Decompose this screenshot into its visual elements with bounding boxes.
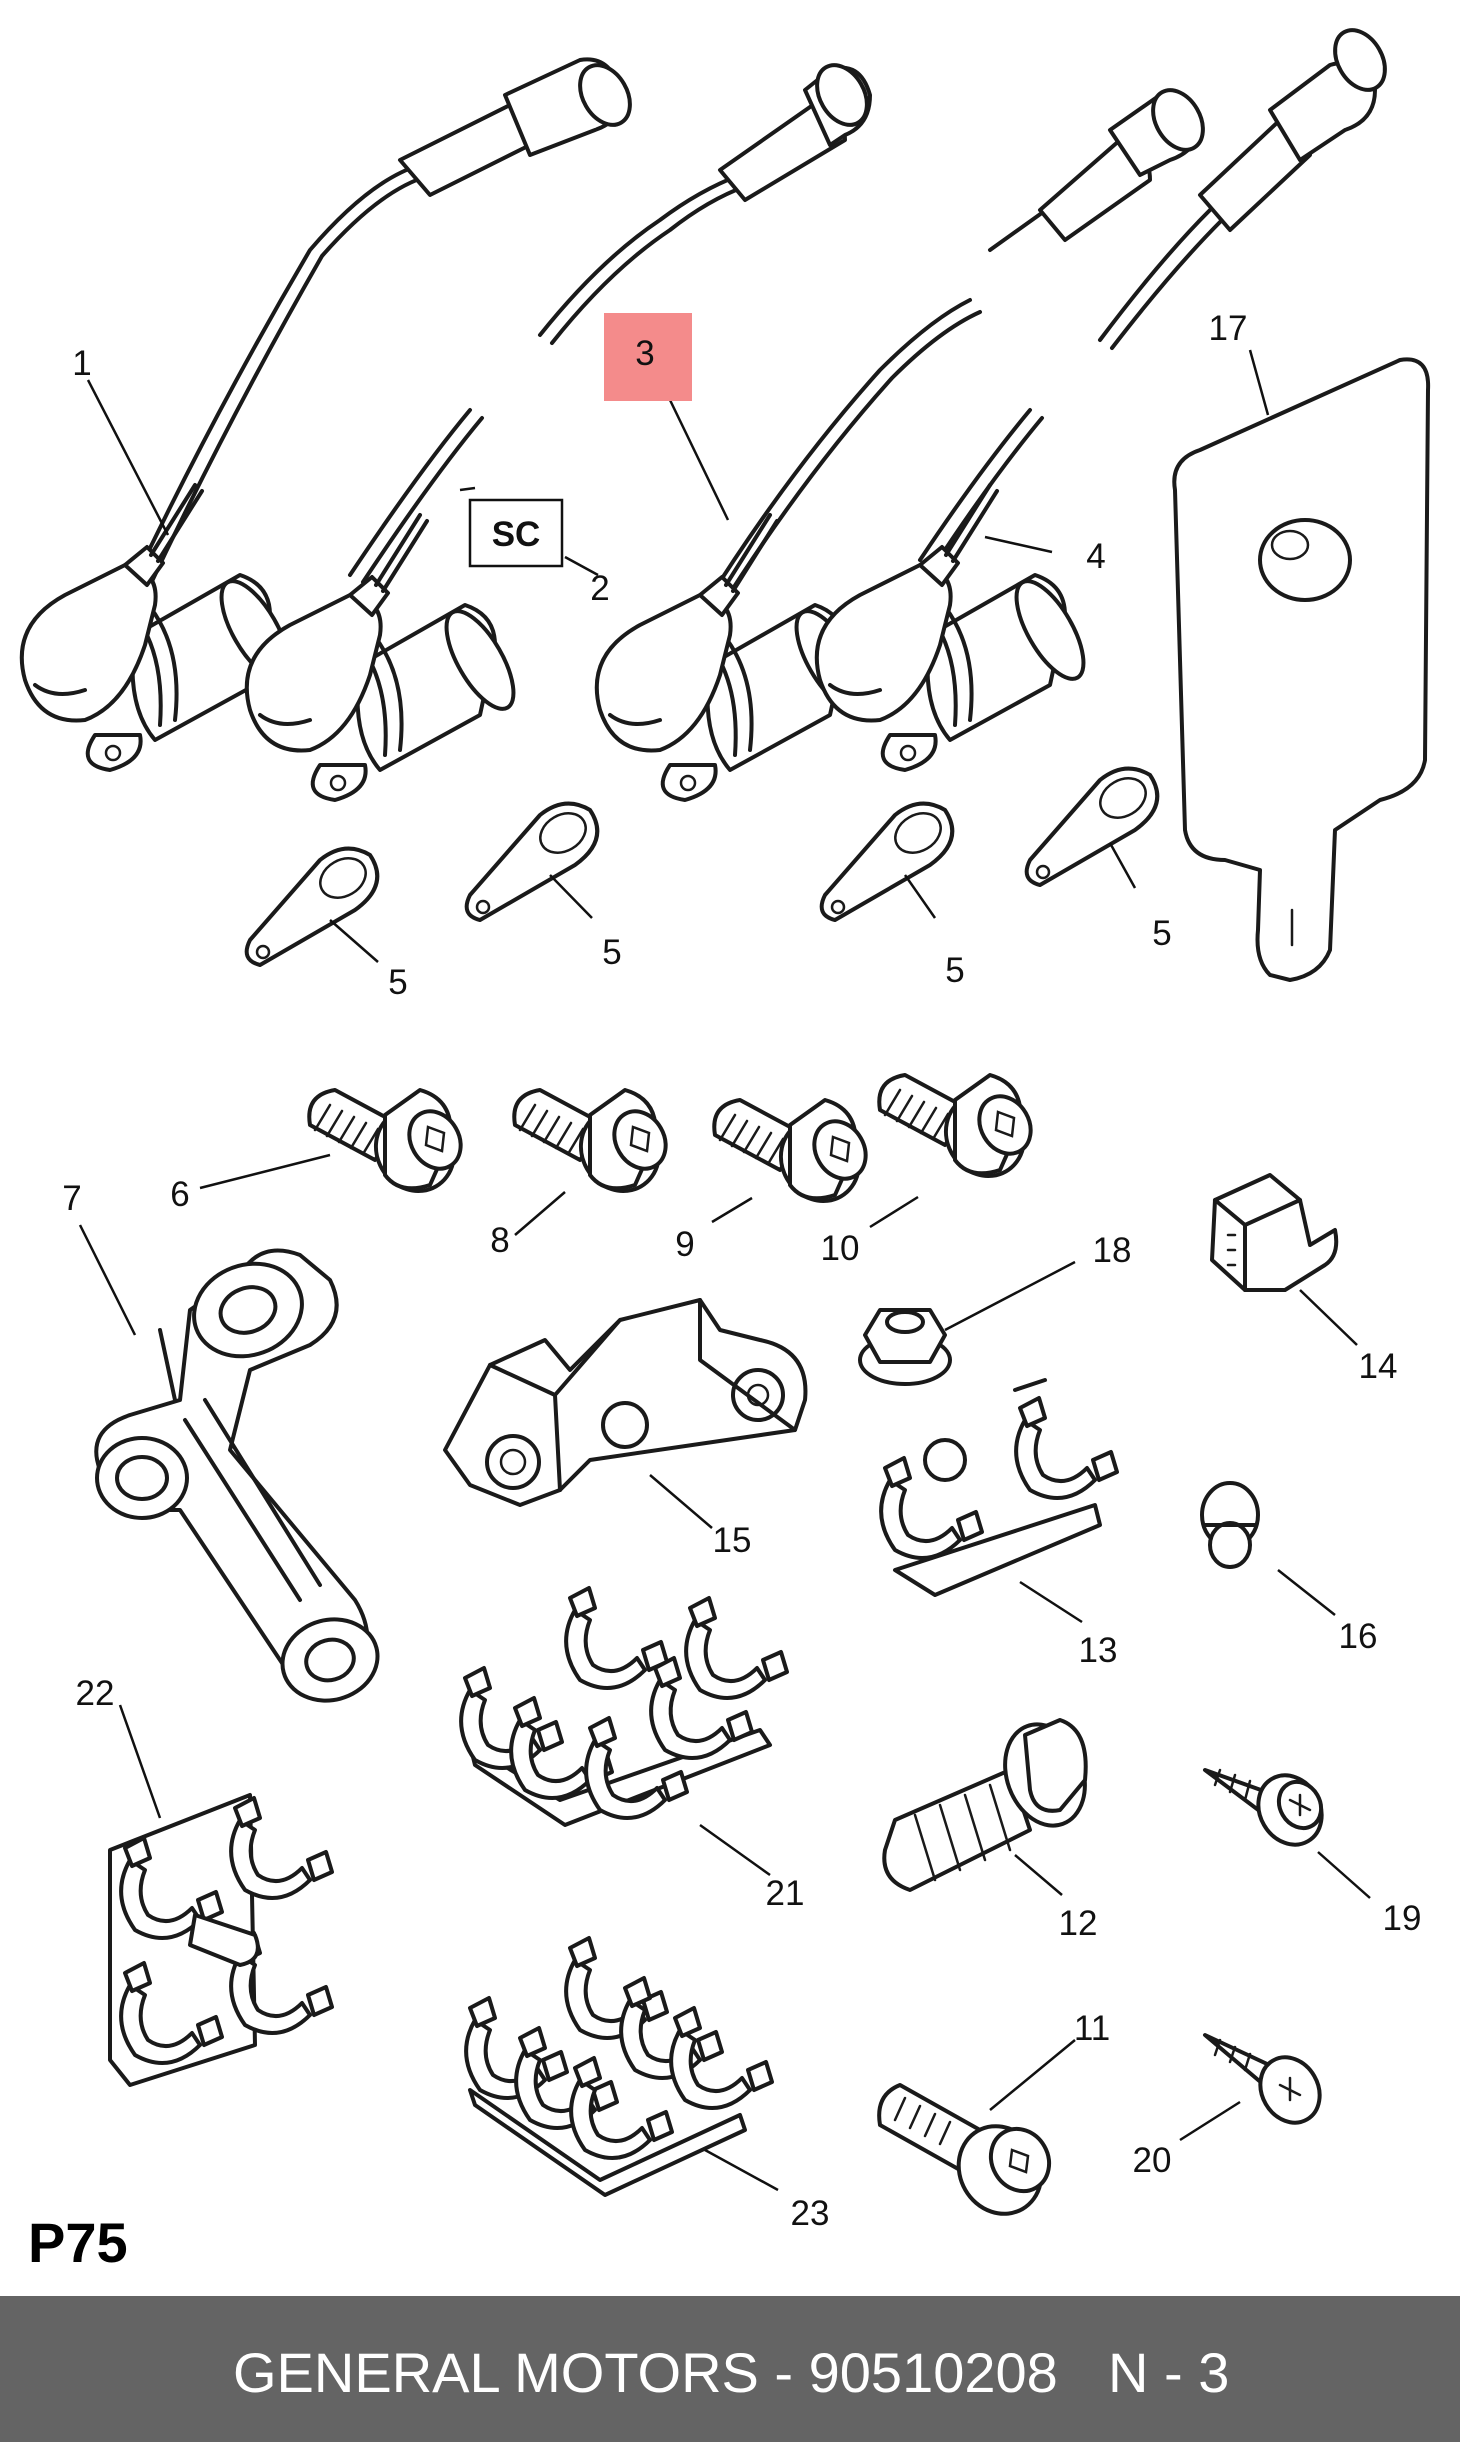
bracket-7 xyxy=(94,1248,380,1703)
callout-16: 16 xyxy=(1339,1617,1378,1656)
callout-8: 8 xyxy=(490,1221,509,1260)
sc-box: SC xyxy=(468,498,564,568)
twin-clip-13 xyxy=(879,1378,1119,1597)
gasket-5d xyxy=(1024,766,1160,887)
footer-bar: GENERAL MOTORS - 90510208 N - 3 xyxy=(0,2296,1460,2442)
callout-6: 6 xyxy=(170,1175,189,1214)
callout-13: 13 xyxy=(1079,1631,1118,1670)
callout-7: 7 xyxy=(62,1179,81,1218)
callout-5b: 5 xyxy=(602,933,621,972)
callout-3-highlight xyxy=(604,313,692,401)
ring-clip-16 xyxy=(1200,1481,1260,1569)
callout-17: 17 xyxy=(1209,309,1248,348)
callout-23: 23 xyxy=(791,2194,830,2233)
callout-12: 12 xyxy=(1059,1904,1098,1943)
sc-box-label: SC xyxy=(492,515,541,554)
callout-21: 21 xyxy=(766,1874,805,1913)
clip-array-21 xyxy=(459,1586,789,1827)
cap-screw-6 xyxy=(307,1088,473,1208)
callout-18: 18 xyxy=(1093,1231,1132,1270)
ignition-lead-3 xyxy=(594,88,1205,802)
ignition-lead-2 xyxy=(244,63,872,802)
callout-15: 15 xyxy=(713,1521,752,1560)
clip-block-15 xyxy=(443,1298,808,1507)
bracket-clip-22 xyxy=(108,1793,334,2087)
self-tapping-screw-20 xyxy=(1203,2033,1322,2125)
callout-5d: 5 xyxy=(1152,914,1171,953)
callout-11: 11 xyxy=(1074,2009,1110,2048)
callout-14: 14 xyxy=(1359,1347,1398,1386)
ignition-lead-1 xyxy=(19,57,632,772)
cap-screw-8 xyxy=(512,1088,678,1208)
clip-14 xyxy=(1210,1173,1339,1292)
callout-19: 19 xyxy=(1383,1899,1422,1938)
gasket-plate-17 xyxy=(1172,357,1431,982)
cap-screw-9 xyxy=(712,1098,878,1218)
tapping-screw-19 xyxy=(1203,1768,1324,1847)
footer-part-number: GENERAL MOTORS - 90510208 xyxy=(233,2341,1058,2404)
socket-screw-11 xyxy=(877,2083,1052,2216)
flange-bolt-12 xyxy=(882,1718,1088,1892)
callout-3: 3 xyxy=(635,334,654,373)
callout-1: 1 xyxy=(72,344,91,383)
clip-array-23 xyxy=(464,1936,774,2197)
callout-10: 10 xyxy=(821,1229,860,1268)
callout-5c: 5 xyxy=(945,951,964,990)
callout-4: 4 xyxy=(1086,537,1105,576)
gasket-5c xyxy=(819,801,955,922)
callout-5a: 5 xyxy=(388,963,407,1002)
callout-20: 20 xyxy=(1133,2141,1172,2180)
callout-22: 22 xyxy=(76,1674,115,1713)
callout-9: 9 xyxy=(675,1225,694,1264)
parts-diagram: SC 1 2 3 4 5 5 5 5 6 7 8 9 10 11 12 13 1… xyxy=(19,28,1431,2233)
leader-lines xyxy=(78,349,1371,2192)
callout-2: 2 xyxy=(590,569,609,608)
cap-screw-10 xyxy=(877,1073,1043,1193)
gasket-5a xyxy=(244,846,380,967)
footer-page-ref: N - 3 xyxy=(1108,2341,1230,2404)
ignition-lead-4 xyxy=(814,28,1387,772)
page-code: P75 xyxy=(28,2211,128,2274)
callout-labels: 1 2 3 4 5 5 5 5 6 7 8 9 10 11 12 13 14 1… xyxy=(62,309,1421,2233)
flange-nut-18 xyxy=(858,1308,952,1386)
